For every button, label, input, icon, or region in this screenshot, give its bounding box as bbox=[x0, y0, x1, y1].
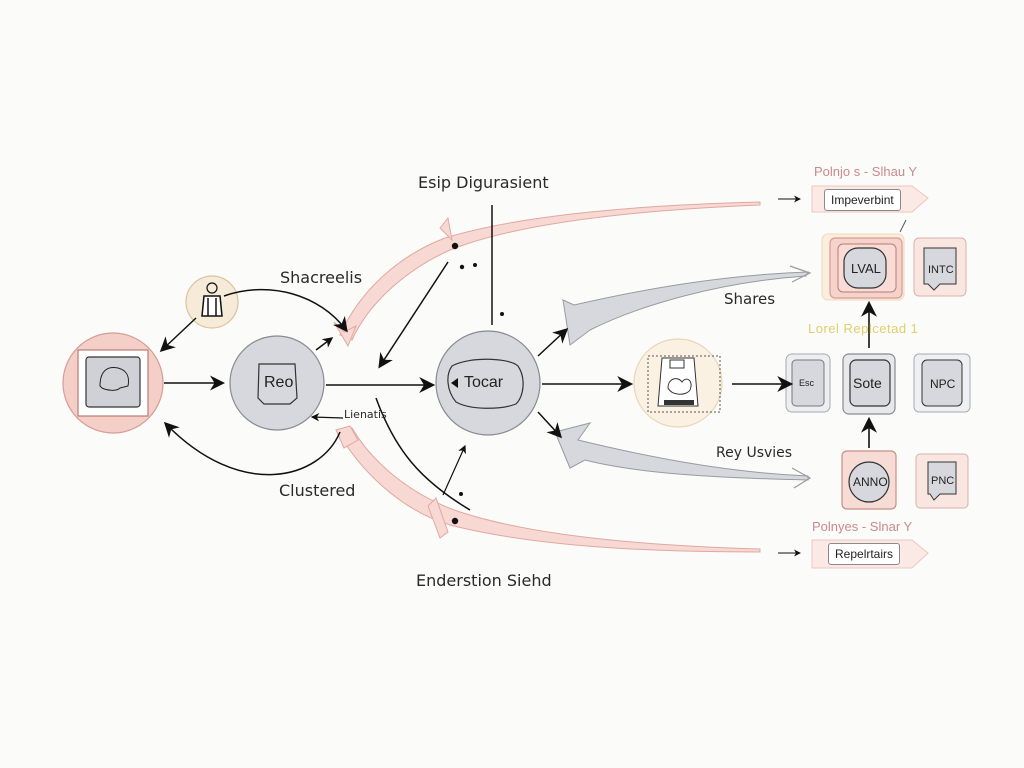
label-ray-usvies: Rey Usvies bbox=[716, 445, 793, 461]
gray-flow-upper-head bbox=[789, 265, 812, 283]
title-top: Esip Digurasient bbox=[418, 173, 549, 192]
tocar-node[interactable] bbox=[435, 330, 541, 436]
output-top-heading: Polnjo s - Slhau Y bbox=[814, 164, 918, 179]
reo-node-badge bbox=[257, 363, 298, 405]
tocar-label: Tocar bbox=[464, 374, 504, 391]
dot bbox=[473, 263, 477, 267]
output-bottom-heading: Polnyes - Slnar Y bbox=[812, 519, 913, 534]
tick-mark bbox=[899, 219, 907, 233]
grid-anno-chip bbox=[848, 461, 890, 503]
output-top-tag[interactable]: Impeverbint bbox=[824, 189, 901, 211]
label-yellow-note: Lorel Replcetad 1 bbox=[808, 321, 919, 336]
grid-esc-label: Esc bbox=[799, 378, 815, 388]
gray-flow-lower bbox=[554, 422, 809, 481]
label-shacreelis: Shacreelis bbox=[280, 268, 363, 287]
pink-flow-lower bbox=[337, 427, 761, 553]
grid-lval-label: LVAL bbox=[851, 261, 881, 276]
arrow-tocar-to-ray bbox=[537, 411, 563, 439]
pink-flow-upper bbox=[339, 201, 761, 341]
pink-flow-upper-fin bbox=[439, 216, 453, 242]
grid-pnc-chip bbox=[927, 461, 957, 501]
arrow-clustered bbox=[163, 421, 341, 476]
device-handshake-icon bbox=[667, 378, 692, 395]
pink-flow-lower-fin bbox=[427, 497, 449, 539]
grid-pnc-label: PNC bbox=[931, 475, 955, 487]
tocar-node-blob bbox=[447, 358, 524, 409]
device-screen-icon bbox=[669, 359, 685, 369]
arrow-reo-up bbox=[315, 337, 334, 351]
device-barcode-icon bbox=[664, 400, 694, 405]
reo-node[interactable] bbox=[229, 335, 325, 431]
arrow-diagonal-down bbox=[378, 261, 449, 369]
device-node-card bbox=[657, 357, 699, 407]
dot bbox=[500, 312, 504, 316]
grid-lval-chip bbox=[843, 247, 887, 289]
label-clustered: Clustered bbox=[279, 481, 356, 500]
grid-sote-chip bbox=[849, 359, 891, 407]
arrow-small-up bbox=[442, 444, 466, 496]
title-bottom: Enderstion Siehd bbox=[416, 571, 552, 590]
pink-flow-lower-tail bbox=[335, 425, 359, 449]
tocar-pointer-icon bbox=[451, 378, 458, 388]
grid-npc-chip bbox=[921, 359, 963, 407]
person-body-icon bbox=[201, 295, 223, 317]
dot bbox=[451, 517, 459, 525]
grid-intc-chip bbox=[923, 247, 957, 291]
gray-flow-lower-head bbox=[791, 467, 812, 489]
grid-intc-label: INTC bbox=[928, 264, 954, 276]
dot bbox=[459, 492, 463, 496]
device-node-frame bbox=[647, 355, 721, 413]
arrow-person-to-source bbox=[159, 317, 197, 353]
dot bbox=[451, 242, 459, 250]
reo-label: Reo bbox=[264, 374, 294, 391]
grid-npc-label: NPC bbox=[930, 377, 956, 391]
grid-anno-label: ANNO bbox=[853, 475, 888, 489]
gray-flow-upper bbox=[562, 271, 809, 346]
elephant-icon bbox=[99, 367, 129, 391]
person-head-icon bbox=[206, 282, 218, 294]
arrow-shacreelis bbox=[223, 288, 348, 333]
arrow-tocar-to-shares bbox=[537, 327, 569, 357]
label-lienatis: Lienatis bbox=[344, 408, 387, 421]
curve-tocar-down bbox=[375, 397, 471, 511]
label-shares: Shares bbox=[724, 290, 776, 308]
arrow-lienatis bbox=[310, 413, 344, 422]
source-node-card bbox=[85, 356, 141, 408]
grid-sote-label: Sote bbox=[853, 375, 882, 391]
output-bottom-tag[interactable]: Repelrtairs bbox=[828, 543, 901, 565]
dot bbox=[459, 264, 465, 270]
